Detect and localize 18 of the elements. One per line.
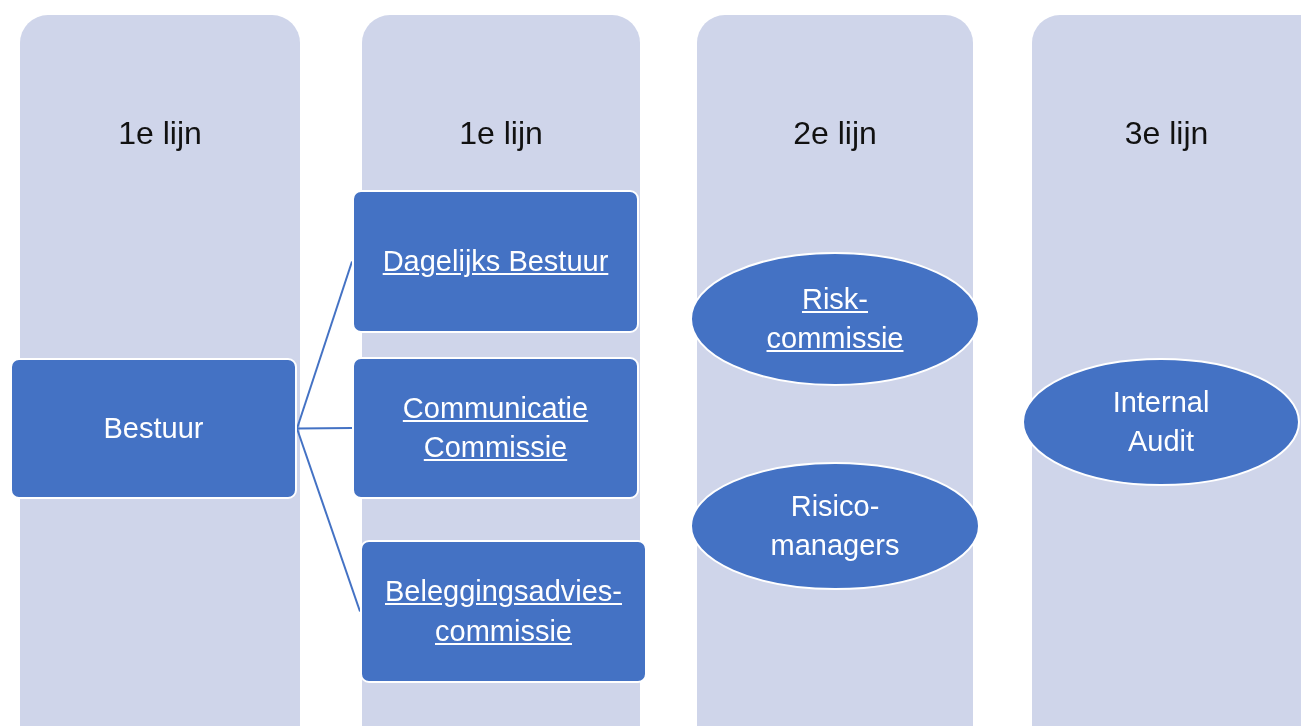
column-heading: 3e lijn [1123, 115, 1210, 152]
node-label: Risico-managers [769, 488, 901, 563]
connector-line [296, 427, 353, 430]
node-label: Internal Audit [1111, 384, 1211, 459]
process-box [352, 357, 639, 499]
node-label: Bestuur [102, 410, 205, 446]
column-heading: 2e lijn [792, 115, 878, 152]
link-text: Dagelijks Bestuur [381, 243, 610, 279]
connector-line [296, 260, 353, 430]
column-heading: 1e lijn [117, 115, 203, 152]
process-box [10, 358, 297, 499]
link-text: Beleggingsadvies-commissie [384, 574, 623, 649]
process-box [360, 540, 647, 683]
connector-line [296, 427, 361, 613]
link-text: Communicatie Commissie [401, 390, 590, 465]
process-box [352, 190, 639, 333]
link-text: Risk-commissie [765, 281, 905, 356]
column-heading: 1e lijn [458, 115, 544, 152]
